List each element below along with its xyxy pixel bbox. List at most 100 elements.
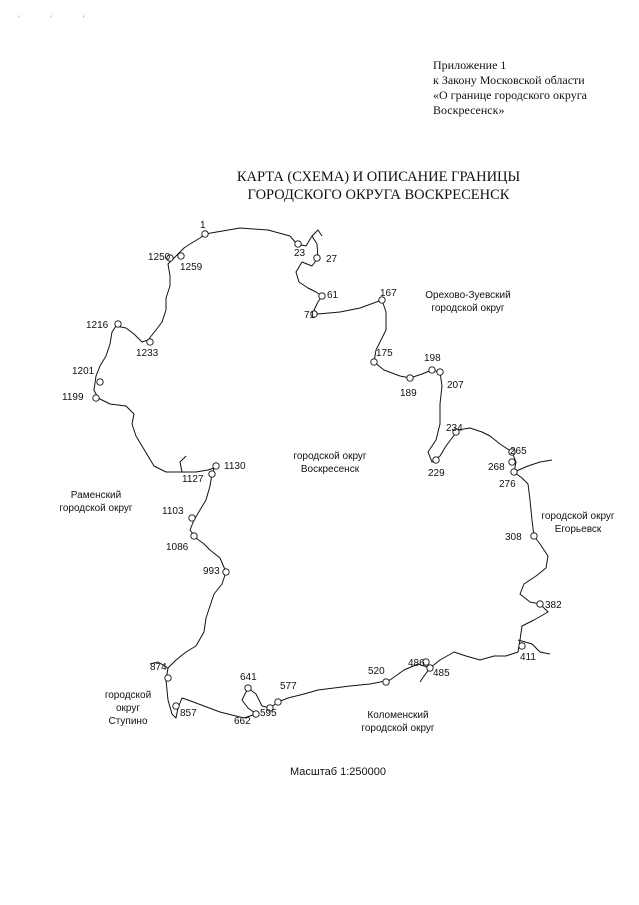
region-egorievsk-line-1: городской округ — [541, 511, 615, 522]
boundary-point-marker — [172, 702, 180, 710]
boundary-point-label: 276 — [499, 479, 516, 490]
boundary-point-marker — [96, 378, 104, 386]
boundary-point-marker — [422, 658, 430, 666]
boundary-point-label: 308 — [505, 532, 522, 543]
boundary-point-marker — [518, 642, 526, 650]
appendix-line-3: «О границе городского округа — [433, 88, 587, 102]
boundary-point-label: 189 — [400, 388, 417, 399]
map-title: КАРТА (СХЕМА) И ОПИСАНИЕ ГРАНИЦЫ ГОРОДСК… — [0, 168, 639, 204]
boundary-point-label: 1 — [200, 220, 206, 231]
boundary-point-labels: 1 23 27 61 71 167 175 189 198 207 234 229 265 268 276 3… — [62, 220, 562, 727]
boundary-point-label: 207 — [447, 380, 464, 391]
region-ramensky-line-2: городской округ — [59, 503, 133, 514]
region-center-line-2: Воскресенск — [301, 464, 360, 475]
region-stupino-line-1: городской — [105, 690, 151, 701]
boundary-point-label: 411 — [520, 652, 536, 663]
boundary-point-label: 27 — [326, 254, 338, 265]
boundary-point-marker — [426, 664, 434, 672]
boundary-point-marker — [190, 532, 198, 540]
spur-north — [311, 229, 323, 237]
boundary-point-label: 175 — [376, 348, 393, 359]
boundary-point-label: 61 — [327, 290, 339, 301]
boundary-point-label: 1199 — [62, 392, 84, 403]
boundary-point-marker — [510, 468, 518, 476]
boundary-point-label: 1233 — [136, 348, 159, 359]
region-ramensky-line-1: Раменский — [71, 490, 121, 501]
boundary-point-marker — [378, 296, 386, 304]
boundary-point-marker — [114, 320, 122, 328]
boundary-point-label: 1250 — [148, 252, 171, 263]
boundary-point-label: 1086 — [166, 542, 189, 553]
boundary-point-marker — [370, 358, 378, 366]
boundary-point-label: 857 — [180, 708, 197, 719]
boundary-point-label: 268 — [488, 462, 505, 473]
boundary-point-marker — [212, 462, 220, 470]
boundary-point-marker — [222, 568, 230, 576]
boundary-point-marker — [294, 240, 302, 248]
boundary-point-label: 1127 — [182, 474, 204, 485]
boundary-point-label: 1201 — [72, 366, 95, 377]
boundary-point-marker — [508, 458, 516, 466]
boundary-point-marker — [508, 448, 516, 456]
boundary-point-marker — [432, 456, 440, 464]
appendix-line-2: к Закону Московской области — [433, 73, 585, 87]
boundary-point-marker — [92, 394, 100, 402]
map-scale: Масштаб 1:250000 — [290, 766, 386, 778]
boundary-point-marker — [208, 470, 216, 478]
boundary-point-marker — [318, 292, 326, 300]
boundary-point-label: 1130 — [224, 461, 246, 472]
boundary-point-label: 23 — [294, 248, 306, 259]
boundary-point-marker — [536, 600, 544, 608]
boundary-point-markers — [92, 230, 544, 718]
boundary-point-marker — [313, 254, 321, 262]
boundary-point-marker — [530, 532, 538, 540]
boundary-point-label: 641 — [240, 672, 257, 683]
spur-egorievsk — [513, 459, 553, 473]
map-title-line-2: ГОРОДСКОГО ОКРУГА ВОСКРЕСЕНСК — [247, 187, 510, 203]
boundary-point-marker — [252, 710, 260, 718]
boundary-point-label: 1103 — [162, 506, 184, 517]
appendix-note: Приложение 1 к Закону Московской области… — [433, 58, 633, 118]
boundary-line — [93, 227, 549, 719]
map-title-line-1: КАРТА (СХЕМА) И ОПИСАНИЕ ГРАНИЦЫ — [236, 169, 521, 185]
boundary-point-label: 1216 — [86, 320, 109, 331]
appendix-line-1: Приложение 1 — [433, 58, 507, 72]
region-kolomna-line-1: Коломенский — [367, 710, 428, 721]
region-stupino-line-2: округ — [116, 703, 140, 714]
boundary-point-marker — [201, 230, 209, 238]
scan-specks: ' ' ' — [18, 14, 99, 24]
boundary-point-marker — [452, 428, 460, 436]
boundary-point-label: 874 — [150, 662, 167, 673]
boundary-point-marker — [164, 674, 172, 682]
boundary-point-marker — [177, 252, 185, 260]
boundary-point-marker — [428, 366, 436, 374]
boundary-point-label: 520 — [368, 666, 385, 677]
boundary-point-label: 662 — [234, 716, 251, 727]
boundary-point-marker — [266, 704, 274, 712]
boundary-point-marker — [406, 374, 414, 382]
boundary-point-marker — [166, 254, 174, 262]
appendix-line-4: Воскресенск» — [433, 103, 505, 117]
boundary-point-marker — [188, 514, 196, 522]
boundary-point-marker — [274, 698, 282, 706]
boundary-point-label: 234 — [446, 423, 463, 434]
boundary-point-label: 486 — [408, 658, 425, 669]
spur-kolomna — [517, 639, 551, 655]
boundary-point-label: 595 — [260, 708, 277, 719]
boundary-point-label: 198 — [424, 353, 441, 364]
boundary-point-label: 71 — [304, 310, 316, 321]
spur-ramensky — [179, 455, 187, 473]
boundary-point-label: 265 — [510, 446, 527, 457]
region-center-line-1: городской округ — [293, 451, 367, 462]
boundary-point-marker — [244, 684, 252, 692]
boundary-point-marker — [310, 310, 318, 318]
boundary-point-marker — [382, 678, 390, 686]
boundary-point-label: 229 — [428, 468, 445, 479]
region-egorievsk-line-2: Егорьевск — [555, 524, 602, 535]
boundary-point-label: 382 — [545, 600, 562, 611]
boundary-point-label: 577 — [280, 681, 297, 692]
boundary-point-label: 167 — [380, 288, 397, 299]
boundary-point-label: 485 — [433, 668, 450, 679]
region-orekhovo-line-1: Орехово-Зуевский — [425, 290, 510, 301]
